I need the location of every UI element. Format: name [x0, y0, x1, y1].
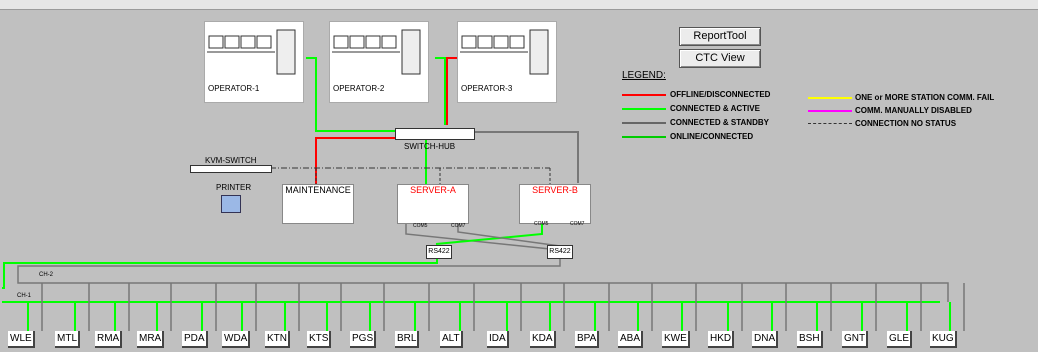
station-pda[interactable]: PDA — [182, 331, 208, 348]
workstation-icon — [332, 29, 421, 75]
station-rma[interactable]: RMA — [95, 331, 123, 348]
station-kts[interactable]: KTS — [307, 331, 332, 348]
station-brl[interactable]: BRL — [395, 331, 420, 348]
operator-3-label: OPERATOR-3 — [461, 84, 513, 93]
station-mra[interactable]: MRA — [137, 331, 165, 348]
legend-swatch — [808, 123, 852, 126]
switch-hub-icon[interactable] — [395, 128, 475, 140]
operator-2-workstation[interactable]: OPERATOR-2 — [329, 21, 429, 103]
station-bpa[interactable]: BPA — [575, 331, 600, 348]
link-operator1-switch — [306, 57, 398, 132]
switch-hub-label: SWITCH-HUB — [404, 142, 456, 151]
legend-item-label: ONLINE/CONNECTED — [670, 132, 754, 141]
station-mtl[interactable]: MTL — [55, 331, 80, 348]
link-switch-maintenance — [315, 137, 398, 184]
station-kug[interactable]: KUG — [930, 331, 957, 348]
link-operator2-switch — [435, 57, 446, 125]
maintenance-label: MAINTENANCE — [285, 185, 351, 195]
station-ktn[interactable]: KTN — [265, 331, 290, 348]
rs422-converter-2[interactable]: RS422 — [547, 245, 573, 259]
station-pgs[interactable]: PGS — [350, 331, 377, 348]
ch2-trunk — [17, 258, 949, 302]
rs422-converter-1[interactable]: RS422 — [426, 245, 452, 259]
kvm-switch-label: KVM-SWITCH — [205, 156, 257, 165]
legend-swatch — [808, 97, 852, 99]
title-bar — [0, 0, 1038, 10]
station-hkd[interactable]: HKD — [708, 331, 735, 348]
station-gle[interactable]: GLE — [887, 331, 913, 348]
printer-label: PRINTER — [216, 183, 252, 192]
server-a-label: SERVER-A — [410, 185, 456, 195]
legend-swatch — [622, 136, 666, 138]
legend-item-label: CONNECTED & STANDBY — [670, 118, 769, 127]
printer-icon[interactable] — [221, 195, 241, 213]
server-a-com5-label: COM5 — [413, 223, 428, 229]
station-wle[interactable]: WLE — [8, 331, 35, 348]
server-a-com7-label: COM7 — [451, 223, 466, 229]
operator-1-workstation[interactable]: OPERATOR-1 — [204, 21, 304, 103]
station-wda[interactable]: WDA — [222, 331, 251, 348]
link-switch-serverb — [472, 131, 579, 183]
maintenance-computer[interactable]: MAINTENANCE — [282, 184, 354, 224]
workstation-icon — [207, 29, 296, 75]
station-kwe[interactable]: KWE — [662, 331, 690, 348]
operator-3-workstation[interactable]: OPERATOR-3 — [457, 21, 557, 103]
legend-item-label: OFFLINE/DISCONNECTED — [670, 90, 771, 99]
operator-2-label: OPERATOR-2 — [333, 84, 385, 93]
ctc-view-button[interactable]: CTC View — [679, 49, 761, 68]
legend-item-label: CONNECTED & ACTIVE — [670, 104, 760, 113]
server-b[interactable]: SERVER-B — [519, 184, 591, 224]
workstation-icon — [460, 29, 549, 75]
legend-swatch — [808, 110, 852, 112]
station-ida[interactable]: IDA — [487, 331, 509, 348]
legend-item-label: ONE or MORE STATION COMM. FAIL — [855, 93, 995, 102]
ch1-label: CH-1 — [17, 293, 32, 299]
station-gnt[interactable]: GNT — [842, 331, 869, 348]
station-kda[interactable]: KDA — [530, 331, 556, 348]
station-alt[interactable]: ALT — [440, 331, 463, 348]
legend-item-label: COMM. MANUALLY DISABLED — [855, 106, 972, 115]
server-b-label: SERVER-B — [532, 185, 578, 195]
legend-title: LEGEND: — [622, 70, 666, 81]
server-b-com5-label: COM5 — [534, 221, 549, 227]
server-b-com7-label: COM7 — [570, 221, 585, 227]
station-bsh[interactable]: BSH — [797, 331, 823, 348]
legend-swatch — [622, 108, 666, 110]
ch1-trunk — [2, 258, 438, 289]
ch2-label: CH-2 — [39, 272, 54, 278]
station-aba[interactable]: ABA — [618, 331, 644, 348]
report-tool-button[interactable]: ReportTool — [679, 27, 761, 46]
legend-item-label: CONNECTION NO STATUS — [855, 119, 957, 128]
legend-swatch — [622, 94, 666, 96]
operator-1-label: OPERATOR-1 — [208, 84, 260, 93]
server-a[interactable]: SERVER-A — [397, 184, 469, 224]
station-dna[interactable]: DNA — [752, 331, 779, 348]
legend-swatch — [622, 122, 666, 124]
kvm-switch-icon[interactable] — [190, 165, 272, 173]
